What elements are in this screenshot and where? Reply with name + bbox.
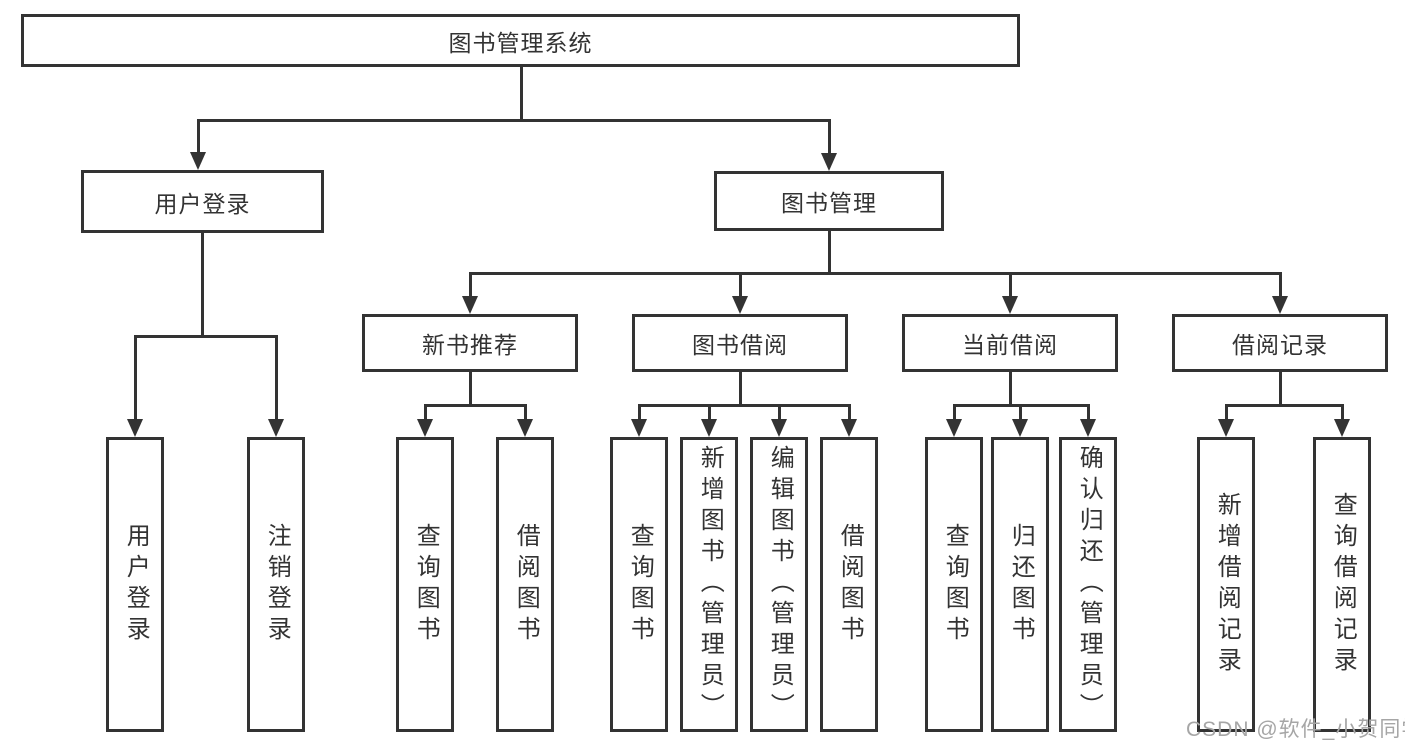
- node-book-borrow: 图书借阅: [632, 314, 848, 372]
- leaf-label: 查询借阅记录: [1329, 491, 1357, 678]
- arrow-down-icon: [417, 419, 433, 437]
- connector-leg: [1341, 404, 1344, 419]
- node-label: 图书借阅: [692, 332, 788, 358]
- connector-stem: [739, 372, 742, 404]
- connector-leg: [708, 404, 711, 419]
- node-label: 新书推荐: [422, 332, 518, 358]
- leaf-label: 查询图书: [626, 522, 654, 647]
- arrow-down-icon: [1334, 419, 1350, 437]
- leaf-label: 新增借阅记录: [1213, 491, 1241, 678]
- leaf-label: 注销登录: [263, 522, 291, 647]
- connector-bar: [424, 404, 527, 407]
- leaf-borrow-books: 借阅图书: [820, 437, 878, 732]
- node-label: 当前借阅: [962, 332, 1058, 358]
- leaf-query-books-borrow: 查询图书: [610, 437, 668, 732]
- leaf-label: 编辑图书（管理员）: [766, 445, 794, 724]
- connector-leg: [638, 404, 641, 419]
- leaf-label: 借阅图书: [512, 522, 540, 647]
- leaf-label: 借阅图书: [836, 522, 864, 647]
- node-label: 图书管理系统: [448, 29, 593, 56]
- connector-bar: [638, 404, 851, 407]
- leaf-label: 用户登录: [122, 522, 150, 647]
- leaf-label: 查询图书: [412, 522, 440, 647]
- connector-leg: [424, 404, 427, 419]
- arrow-down-icon: [631, 419, 647, 437]
- connector-stem: [1009, 372, 1012, 404]
- leaf-confirm-return-admin: 确认归还（管理员）: [1059, 437, 1117, 732]
- node-label: 借阅记录: [1232, 332, 1328, 358]
- leaf-label: 查询图书: [941, 522, 969, 647]
- arrow-down-icon: [1080, 419, 1096, 437]
- connector-bar: [469, 272, 1282, 275]
- leaf-label: 新增图书（管理员）: [696, 445, 724, 724]
- arrow-down-icon: [1218, 419, 1234, 437]
- leaf-add-borrow-record: 新增借阅记录: [1197, 437, 1255, 732]
- connector-stem: [1279, 372, 1282, 404]
- arrow-down-icon: [841, 419, 857, 437]
- connector-leg: [1225, 404, 1228, 419]
- leaf-return-books: 归还图书: [991, 437, 1049, 732]
- arrow-down-icon: [190, 152, 206, 170]
- arrow-down-icon: [127, 419, 143, 437]
- connector-leg: [953, 404, 956, 419]
- connector-bar: [1225, 404, 1344, 407]
- connector-leg: [1279, 272, 1282, 296]
- leaf-query-books-recommend: 查询图书: [396, 437, 454, 732]
- leaf-borrow-books-recommend: 借阅图书: [496, 437, 554, 732]
- arrow-down-icon: [1272, 296, 1288, 314]
- arrow-down-icon: [1012, 419, 1028, 437]
- connector-leg: [197, 119, 200, 153]
- arrow-down-icon: [517, 419, 533, 437]
- leaf-logout: 注销登录: [247, 437, 305, 732]
- connector-leg: [524, 404, 527, 419]
- node-label: 图书管理: [781, 190, 877, 216]
- leaf-label: 确认归还（管理员）: [1075, 445, 1103, 724]
- arrow-down-icon: [732, 296, 748, 314]
- leaf-label: 归还图书: [1007, 522, 1035, 647]
- node-new-book-recommend: 新书推荐: [362, 314, 578, 372]
- connector-leg: [469, 272, 472, 296]
- connector-leg: [848, 404, 851, 419]
- connector-root-bar: [197, 119, 831, 122]
- connector-stem: [469, 372, 472, 404]
- connector-root-stem: [520, 67, 523, 119]
- arrow-down-icon: [1002, 296, 1018, 314]
- connector-leg: [275, 335, 278, 419]
- arrow-down-icon: [268, 419, 284, 437]
- leaf-edit-books-admin: 编辑图书（管理员）: [750, 437, 808, 732]
- node-user-login: 用户登录: [81, 170, 324, 233]
- connector-leg: [1087, 404, 1090, 419]
- node-book-management: 图书管理: [714, 171, 944, 231]
- leaf-query-books-current: 查询图书: [925, 437, 983, 732]
- arrow-down-icon: [701, 419, 717, 437]
- connector-stem: [828, 231, 831, 272]
- leaf-add-books-admin: 新增图书（管理员）: [680, 437, 738, 732]
- connector-leg: [778, 404, 781, 419]
- arrow-down-icon: [821, 153, 837, 171]
- arrow-down-icon: [462, 296, 478, 314]
- node-current-borrow: 当前借阅: [902, 314, 1118, 372]
- connector-leg: [134, 335, 137, 419]
- connector-stem: [201, 233, 204, 335]
- connector-leg: [828, 119, 831, 154]
- node-library-management-system: 图书管理系统: [21, 14, 1020, 67]
- connector-leg: [1019, 404, 1022, 419]
- leaf-query-borrow-record: 查询借阅记录: [1313, 437, 1371, 732]
- node-borrow-records: 借阅记录: [1172, 314, 1388, 372]
- node-label: 用户登录: [154, 190, 251, 217]
- connector-leg: [1009, 272, 1012, 296]
- leaf-user-login: 用户登录: [106, 437, 164, 732]
- csdn-watermark: CSDN @软件_小贺同学: [1186, 718, 1405, 741]
- arrow-down-icon: [946, 419, 962, 437]
- arrow-down-icon: [771, 419, 787, 437]
- connector-bar: [134, 335, 278, 338]
- connector-leg: [739, 272, 742, 296]
